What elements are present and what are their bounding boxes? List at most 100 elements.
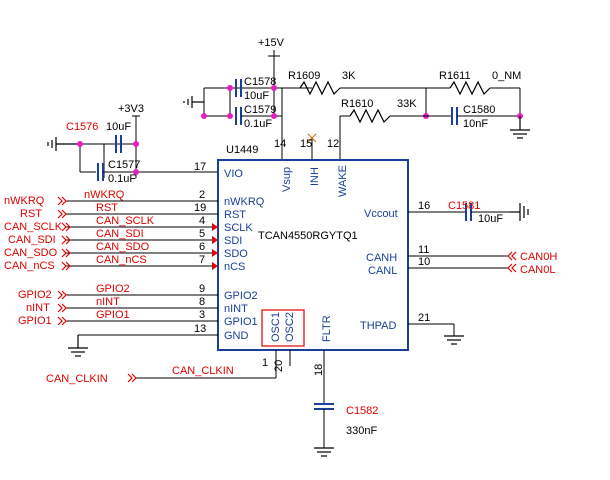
thpad-ground-symbol bbox=[444, 335, 464, 345]
port-label-rst: RST bbox=[20, 208, 42, 220]
port-chevron bbox=[65, 222, 71, 232]
junction-dot bbox=[227, 85, 233, 91]
wire-label-nwkrq: nWKRQ bbox=[84, 189, 125, 201]
port-chevron bbox=[57, 303, 63, 313]
pin-name-vccout: Vccout bbox=[364, 208, 398, 220]
junction-dot bbox=[271, 85, 277, 91]
port-chevron bbox=[57, 209, 63, 219]
c1579-ref: C1579 bbox=[244, 104, 276, 116]
pin-num-rst: 19 bbox=[194, 202, 206, 214]
junction-dot bbox=[227, 113, 233, 119]
c1578-value: 10uF bbox=[244, 90, 269, 102]
port-chevron bbox=[61, 235, 67, 245]
pin-num-sdo: 6 bbox=[199, 241, 205, 253]
c1581-ref: C1581 bbox=[448, 200, 480, 212]
vio-supply-section: +3V3 C1576 10uF C1577 0.1uF 17 bbox=[47, 103, 232, 185]
port-chevron bbox=[61, 222, 67, 232]
r1610-resistor bbox=[349, 108, 391, 124]
port-chevron bbox=[511, 263, 517, 273]
pin-num-gpio1: 3 bbox=[199, 309, 205, 321]
pin-num-vccout: 16 bbox=[418, 200, 430, 212]
wire-label-can-sdo: CAN_SDO bbox=[96, 241, 150, 253]
port-chevron bbox=[61, 261, 67, 271]
pin-num-inh: 15 bbox=[300, 138, 312, 150]
ic-body bbox=[217, 159, 409, 351]
port-chevron bbox=[61, 290, 67, 300]
pin-name-nint: nINT bbox=[224, 303, 248, 315]
ic-gnd-ground-symbol bbox=[68, 335, 88, 357]
pin-name-wake: WAKE bbox=[337, 165, 349, 197]
port-label-can-sdi: CAN_SDI bbox=[8, 234, 56, 246]
pin-name-vsup: Vsup bbox=[281, 167, 293, 192]
port-label-gpio2: GPIO2 bbox=[18, 289, 52, 301]
input-arrow bbox=[212, 236, 218, 244]
junction-dot bbox=[133, 169, 139, 175]
port-chevron bbox=[65, 235, 71, 245]
pin-num-canh: 11 bbox=[418, 244, 429, 256]
r1610-ref: R1610 bbox=[341, 98, 373, 110]
right-side-nets: 16 C1581 10uF 11 10 CAN0H CAN0L 21 bbox=[408, 200, 557, 345]
port-chevron bbox=[507, 263, 513, 273]
r1610-value: 33K bbox=[397, 98, 417, 110]
pin-name-gpio1: GPIO1 bbox=[224, 316, 258, 328]
c1580-ref: C1580 bbox=[463, 104, 495, 116]
input-arrow bbox=[212, 249, 218, 257]
r1609-ref: R1609 bbox=[288, 70, 320, 82]
pin-name-canh: CANH bbox=[366, 252, 397, 264]
r1611-ref: R1611 bbox=[439, 70, 471, 82]
input-arrow bbox=[212, 223, 218, 231]
port-chevron bbox=[61, 303, 67, 313]
junction-dot bbox=[77, 141, 83, 147]
port-label-can0l: CAN0L bbox=[520, 264, 555, 276]
wire-label-nint: nINT bbox=[96, 296, 120, 308]
port-chevron bbox=[511, 251, 517, 261]
pin-num-vsup: 14 bbox=[274, 138, 286, 150]
port-label-can-sclk: CAN_SCLK bbox=[4, 221, 63, 233]
pin-num-sdi: 5 bbox=[199, 228, 205, 240]
pin-num-thpad: 21 bbox=[418, 312, 430, 324]
port-chevron bbox=[61, 316, 67, 326]
pin-num-osc2: 20 bbox=[273, 360, 285, 372]
port-chevron bbox=[65, 261, 71, 271]
c1580-value: 10nF bbox=[463, 118, 488, 130]
ic-top-pin-names: Vsup INH WAKE bbox=[281, 165, 349, 197]
wire-label-gpio2: GPIO2 bbox=[96, 283, 130, 295]
r1609-resistor bbox=[299, 80, 341, 96]
c1582-ref: C1582 bbox=[346, 405, 378, 417]
junction-dot bbox=[133, 141, 139, 147]
pin-name-vio: VIO bbox=[224, 168, 243, 180]
wire-label-rst: RST bbox=[96, 202, 118, 214]
r1611-resistor bbox=[449, 80, 491, 96]
r1609-value: 3K bbox=[342, 70, 356, 82]
wire-label-can-ncs: CAN_nCS bbox=[96, 254, 147, 266]
c1578-ref: C1578 bbox=[244, 76, 276, 88]
pin-name-sdo: SDO bbox=[224, 248, 248, 260]
pin-name-ncs: nCS bbox=[224, 261, 245, 273]
wire-label-can-sclk: CAN_SCLK bbox=[96, 215, 155, 227]
pin-name-fltr: FLTR bbox=[321, 315, 333, 342]
port-label-gpio1: GPIO1 bbox=[18, 315, 52, 327]
pin-num-vio: 17 bbox=[194, 161, 206, 173]
c1579-value: 0.1uF bbox=[244, 118, 272, 130]
port-chevron bbox=[61, 196, 67, 206]
pin-num-canl: 10 bbox=[418, 256, 430, 268]
osc-pin-group-box bbox=[261, 309, 305, 347]
c1582-value: 330nF bbox=[346, 425, 377, 437]
supply-3v3-label: +3V3 bbox=[118, 103, 144, 115]
pin-name-rst: RST bbox=[224, 209, 246, 221]
c1581-value: 10uF bbox=[478, 213, 503, 225]
pin-num-fltr: 18 bbox=[313, 364, 325, 376]
c1577-ref: C1577 bbox=[108, 159, 140, 171]
c1576-ground-symbol bbox=[47, 137, 80, 151]
port-chevron bbox=[65, 248, 71, 258]
wire-label-can-clkin: CAN_CLKIN bbox=[172, 365, 234, 377]
port-label-nint: nINT bbox=[26, 302, 50, 314]
ic-designator: U1449 bbox=[226, 144, 258, 156]
ic-part-number: TCAN4550RGYTQ1 bbox=[258, 230, 358, 242]
pin-name-inh: INH bbox=[309, 167, 321, 186]
port-label-can0h: CAN0H bbox=[520, 251, 557, 263]
c1578-ground-symbol bbox=[183, 96, 204, 108]
vsup-supply-section: +15V C1578 10uF C1579 0.1uF bbox=[183, 37, 530, 160]
port-label-can-sdo: CAN_SDO bbox=[4, 247, 58, 259]
